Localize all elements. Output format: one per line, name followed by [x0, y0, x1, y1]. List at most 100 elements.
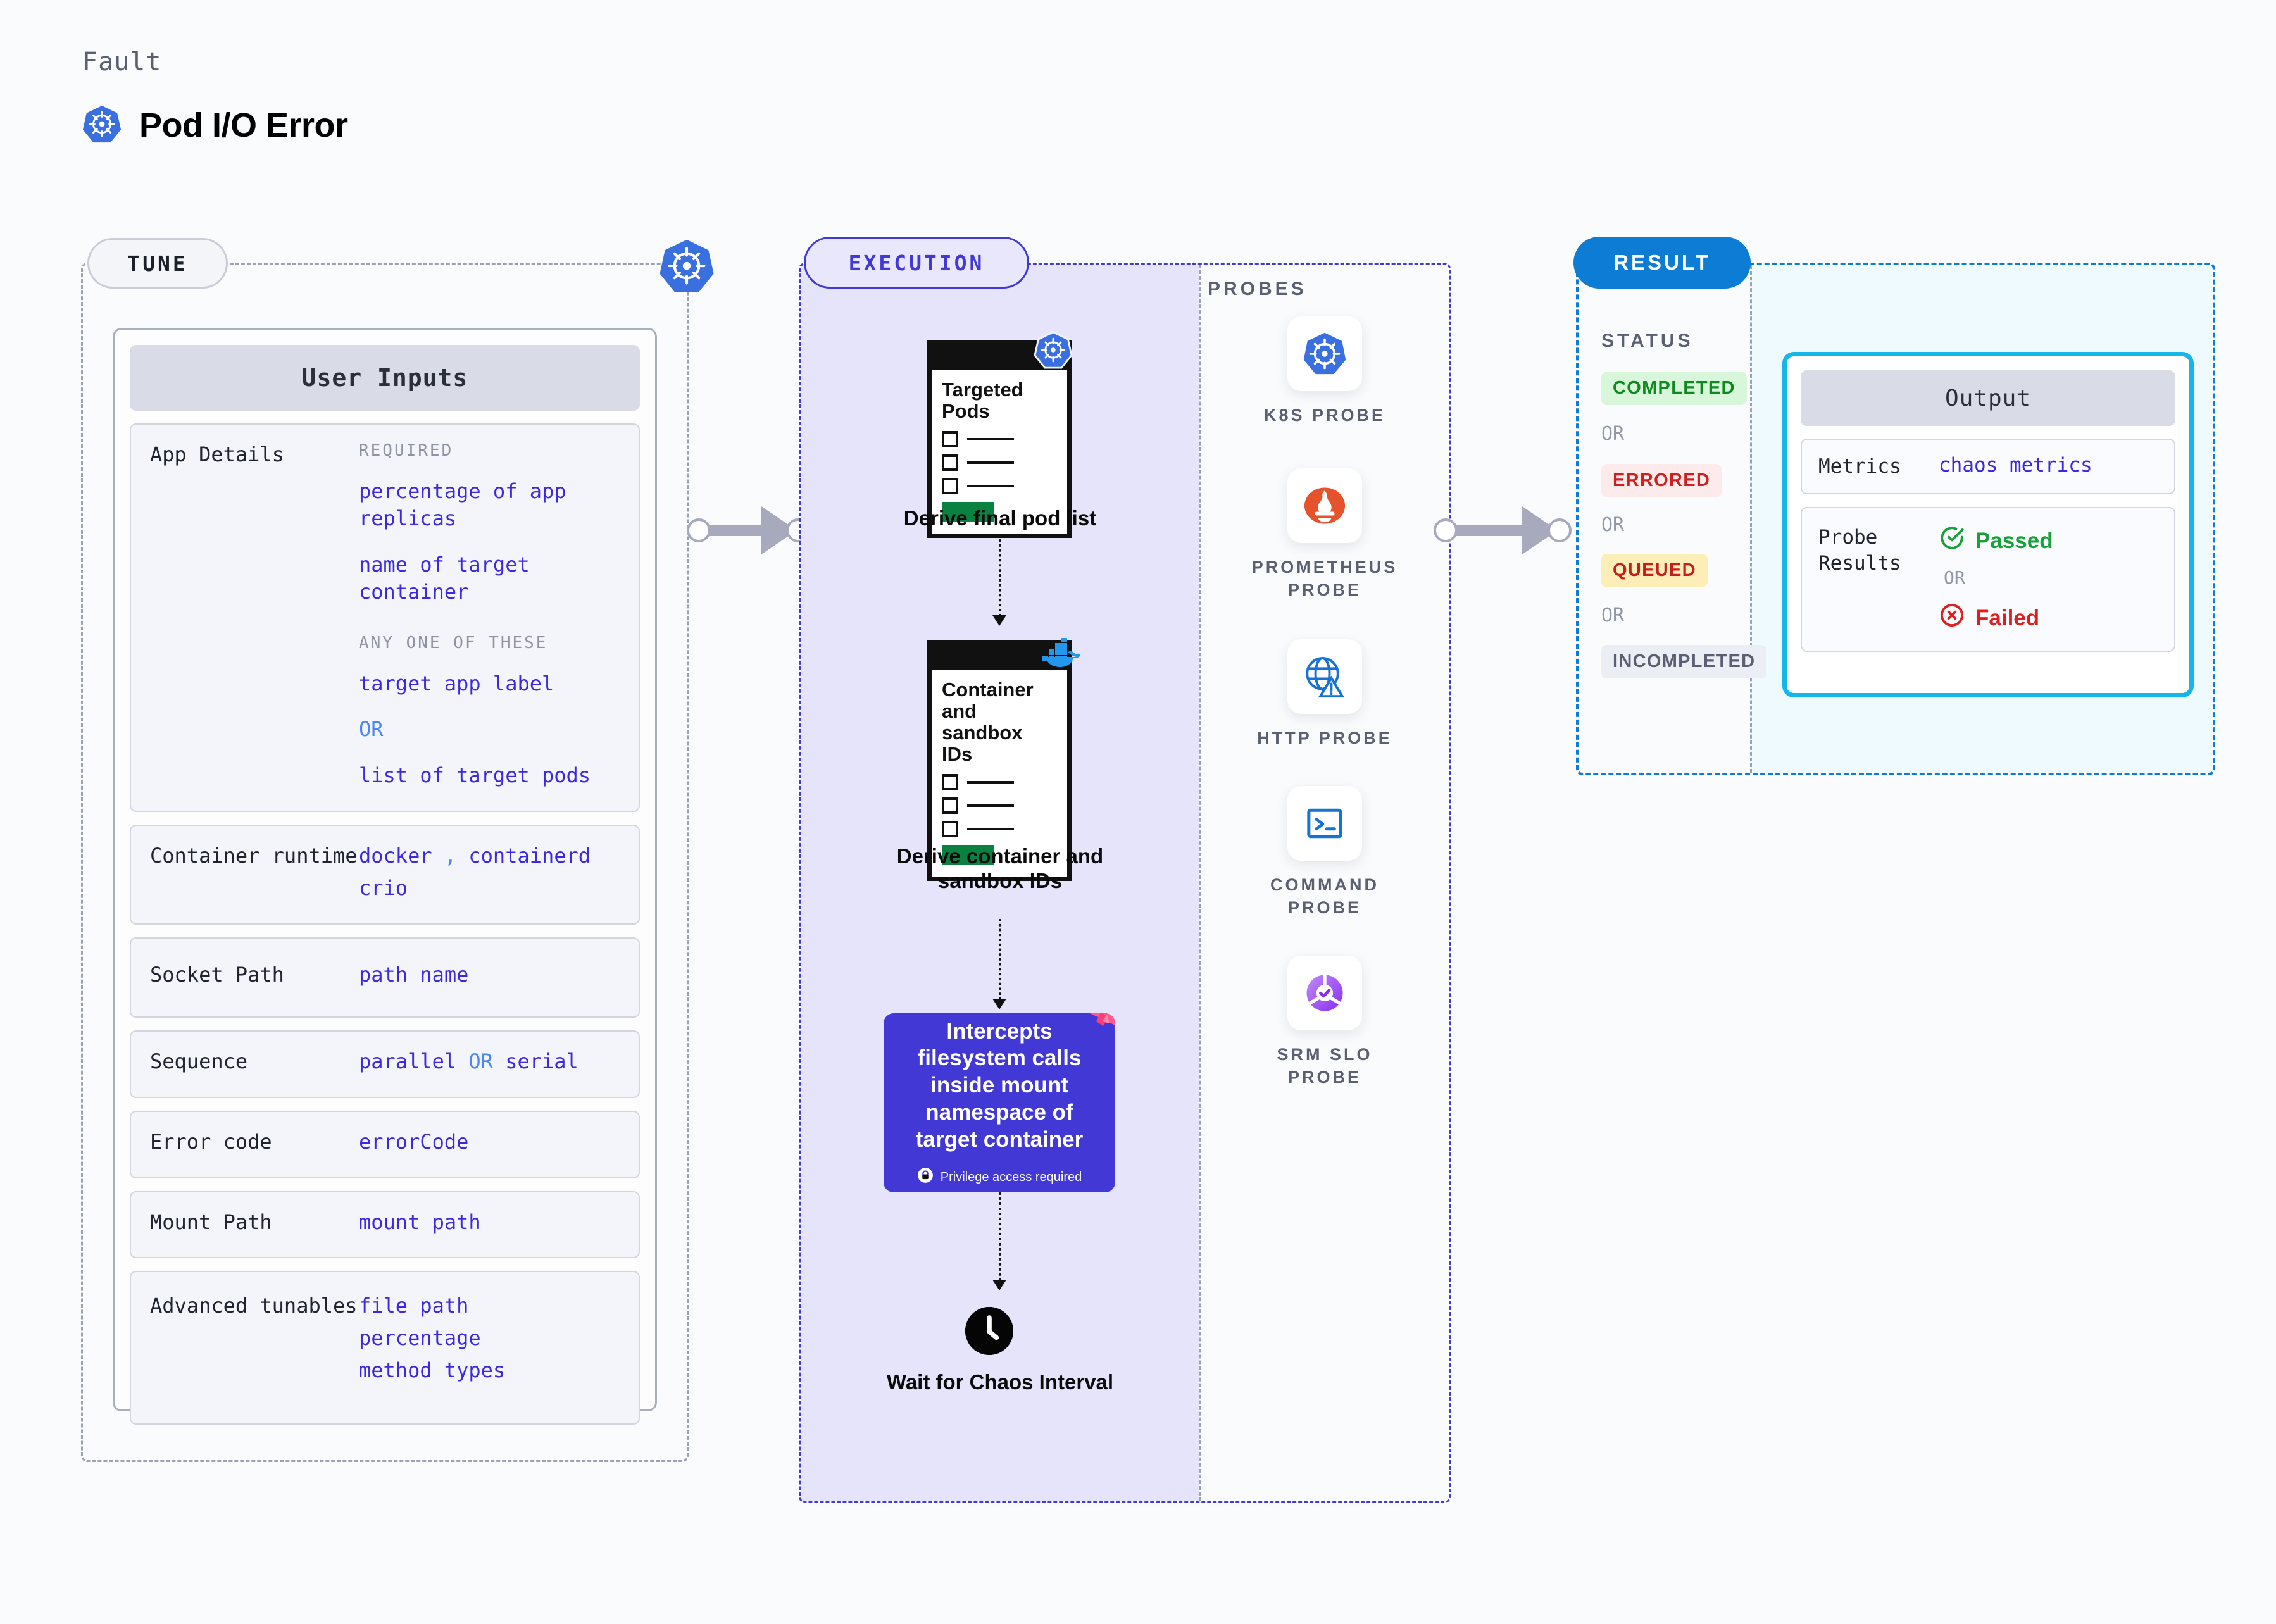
row-value: errorCode	[359, 1129, 469, 1154]
targeted-pods-card: Targeted Pods	[927, 340, 1072, 539]
row-label: Sequence	[150, 1049, 248, 1073]
probe-result-passed: Passed	[1939, 525, 2158, 557]
progress-bar	[942, 845, 994, 866]
tune-row-container-runtime[interactable]: Container runtime docker , containerd cr…	[130, 825, 640, 925]
row-value: chaos metrics	[1939, 454, 2092, 477]
row-value: crio	[359, 876, 408, 900]
srm-slo-icon	[1287, 956, 1362, 1030]
litmus-icon	[1081, 1013, 1115, 1041]
result-panel	[1576, 263, 2215, 775]
output-row-probe-results[interactable]: Probe Results Passed OR Failed	[1801, 507, 2175, 653]
kubernetes-icon	[82, 104, 122, 146]
probes-label: PROBES	[1208, 278, 1307, 299]
row-value: docker , containerd	[359, 844, 591, 868]
execution-pill[interactable]: EXECUTION	[804, 237, 1029, 289]
globe-warning-icon	[1287, 639, 1362, 714]
output-card: Output Metrics chaos metrics Probe Resul…	[1782, 352, 2194, 697]
passed-label: Passed	[1975, 528, 2053, 553]
row-label: App Details	[150, 442, 284, 466]
row-label: Metrics	[1818, 455, 1901, 478]
status-or: OR	[1601, 423, 1625, 445]
wait-caption: Wait for Chaos Interval	[886, 1370, 1114, 1394]
kubernetes-icon	[659, 238, 715, 294]
probe-result-failed: Failed	[1939, 602, 2158, 634]
probe-label: HTTP PROBE	[1257, 728, 1392, 747]
list-item	[942, 454, 1057, 472]
row-value: mount path	[359, 1209, 481, 1234]
probe-label: PROMETHEUS PROBE	[1251, 558, 1398, 600]
tune-pill[interactable]: TUNE	[87, 238, 228, 289]
check-circle-icon	[1939, 525, 1965, 557]
user-inputs-title: User Inputs	[130, 345, 640, 411]
status-badge-errored: ERRORED	[1601, 464, 1722, 497]
probe-k8s[interactable]: K8S PROBE	[1242, 316, 1407, 427]
status-badge-queued: QUEUED	[1601, 554, 1708, 587]
row-value: file path	[359, 1294, 469, 1318]
probe-label: COMMAND PROBE	[1270, 875, 1379, 918]
row-label: Container runtime	[150, 844, 358, 868]
row-value: target app label	[359, 671, 554, 696]
row-label: Mount Path	[150, 1209, 272, 1234]
tune-row-sequence[interactable]: Sequence parallel OR serial	[130, 1030, 640, 1098]
chaos-action-card: Intercepts filesystem calls inside mount…	[884, 1013, 1115, 1192]
kubernetes-icon	[1287, 316, 1362, 391]
x-circle-icon	[1939, 602, 1965, 634]
arrow-right-icon	[687, 506, 810, 554]
row-value: path name	[359, 962, 469, 987]
probe-srm-slo[interactable]: SRM SLO PROBE	[1242, 956, 1407, 1089]
page-eyebrow: Fault	[82, 47, 162, 77]
result-divider	[1750, 265, 1752, 773]
probe-prometheus[interactable]: PROMETHEUS PROBE	[1242, 468, 1407, 602]
page-title-row: Pod I/O Error	[82, 104, 348, 146]
status-badge-incompleted: INCOMPLETED	[1601, 645, 1767, 678]
kubernetes-icon	[1034, 331, 1073, 372]
tune-row-advanced-tunables[interactable]: Advanced tunables file path percentage m…	[130, 1271, 640, 1425]
probe-http[interactable]: HTTP PROBE	[1242, 639, 1407, 749]
result-pill[interactable]: RESULT	[1573, 237, 1751, 289]
output-row-metrics[interactable]: Metrics chaos metrics	[1801, 439, 2175, 495]
privilege-text: Privilege access required	[940, 1170, 1082, 1184]
tune-row-error-code[interactable]: Error code errorCode	[130, 1110, 640, 1178]
action-text: Intercepts filesystem calls inside mount…	[915, 1018, 1084, 1152]
tune-row-app-details[interactable]: App Details REQUIRED percentage of app r…	[130, 423, 640, 813]
status-label: STATUS	[1601, 330, 1694, 351]
probe-label: SRM SLO PROBE	[1277, 1045, 1373, 1087]
status-or: OR	[1601, 514, 1625, 536]
row-value: percentage	[359, 1326, 481, 1351]
arrow-right-icon	[1434, 506, 1585, 554]
output-title: Output	[1801, 370, 2175, 426]
docker-icon	[1038, 638, 1081, 673]
terminal-icon	[1287, 786, 1362, 861]
row-value: list of target pods	[359, 763, 591, 788]
row-value: method types	[359, 1358, 506, 1383]
row-label: Advanced tunables	[150, 1294, 358, 1318]
failed-label: Failed	[1975, 605, 2040, 630]
probe-command[interactable]: COMMAND PROBE	[1242, 786, 1407, 920]
tune-row-socket-path[interactable]: Socket Path path name	[130, 937, 640, 1018]
clock-icon	[965, 1307, 1013, 1355]
page-title: Pod I/O Error	[139, 106, 348, 144]
row-value-or: OR	[359, 717, 384, 742]
lock-icon	[917, 1167, 934, 1187]
list-item	[942, 478, 1057, 495]
list-item	[942, 774, 1057, 791]
row-label: Error code	[150, 1129, 272, 1154]
execution-panel	[799, 263, 1451, 1503]
status-badge-completed: COMPLETED	[1601, 372, 1747, 405]
execution-probes-divider	[1199, 265, 1201, 1501]
list-item	[942, 821, 1057, 838]
card-title: Targeted Pods	[942, 378, 1023, 423]
tune-row-mount-path[interactable]: Mount Path mount path	[130, 1190, 640, 1259]
status-or: OR	[1601, 604, 1625, 627]
row-label: Socket Path	[150, 962, 284, 987]
probe-label: K8S PROBE	[1263, 406, 1386, 425]
list-item	[942, 797, 1057, 815]
progress-bar	[942, 502, 994, 523]
row-value: name of target container	[359, 552, 530, 604]
row-sublabel-required: REQUIRED	[359, 441, 454, 460]
row-sublabel-anyone: ANY ONE OF THESE	[359, 633, 548, 653]
step-caption: Derive final pod list	[903, 506, 1097, 530]
card-title: Container and sandbox IDs	[942, 678, 1034, 766]
prometheus-icon	[1287, 468, 1362, 543]
probe-result-or: OR	[1944, 567, 1965, 589]
